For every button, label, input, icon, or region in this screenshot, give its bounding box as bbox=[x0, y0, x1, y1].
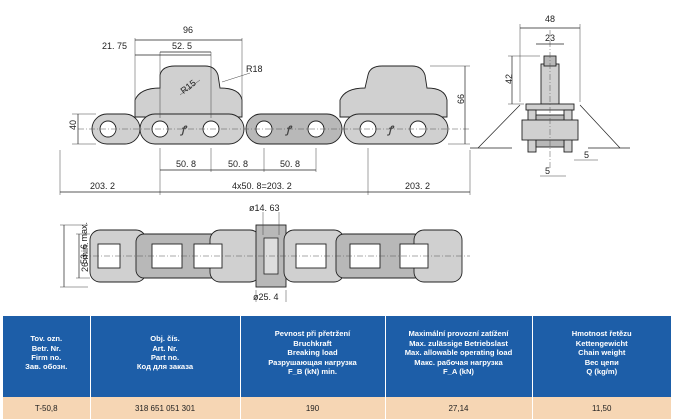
cell-weight: 11,50 bbox=[532, 397, 671, 419]
chain-side-view: ꝭ ꝭ ꝭ 96 21. 75 52. 5 bbox=[59, 25, 471, 195]
dim-26-min: 26 min. bbox=[80, 242, 90, 272]
dim-pitch: 50. 8 bbox=[176, 159, 196, 169]
attachment-lug-right bbox=[339, 65, 448, 118]
dim-r18: R18 bbox=[246, 64, 263, 74]
dim-52-5: 52. 5 bbox=[172, 41, 192, 51]
dim-42: 42 bbox=[504, 74, 514, 84]
dim-66: 66 bbox=[456, 94, 466, 104]
dim-23: 23 bbox=[545, 33, 555, 43]
dim-5-bottom: 5 bbox=[545, 166, 550, 176]
dim-203-left: 203. 2 bbox=[90, 181, 115, 191]
logo-mark: ꝭ bbox=[180, 125, 188, 136]
dim-96: 96 bbox=[183, 25, 193, 35]
dim-pitch: 50. 8 bbox=[280, 159, 300, 169]
table-separator bbox=[3, 391, 671, 397]
dim-multi-pitch: 4x50. 8=203. 2 bbox=[232, 181, 292, 191]
dim-21-75: 21. 75 bbox=[102, 41, 127, 51]
dim-40: 40 bbox=[68, 120, 78, 130]
cell-breaking-load: 190 bbox=[240, 397, 386, 419]
chain-end-view: 48 23 42 5 5 bbox=[470, 14, 630, 177]
dim-d25: ø25. 4 bbox=[253, 292, 279, 302]
cell-operating-load: 27,14 bbox=[385, 397, 533, 419]
logo-mark: ꝭ bbox=[387, 125, 395, 136]
cell-firm-no: T-50,8 bbox=[3, 397, 91, 419]
cell-part-no: 318 651 051 301 bbox=[90, 397, 241, 419]
attachment-lug-left bbox=[134, 65, 243, 118]
col-header-firm-no: Tov. ozn.Betr. Nr.Firm no.Зав. обозн. bbox=[3, 316, 91, 391]
dim-5-right: 5 bbox=[584, 150, 589, 160]
dim-d14: ø14. 63 bbox=[249, 203, 280, 213]
spec-table: Tov. ozn.Betr. Nr.Firm no.Зав. обозн. Ob… bbox=[3, 316, 671, 419]
col-header-part-no: Obj. čís.Art. Nr.Part no.Код для заказа bbox=[90, 316, 241, 391]
dim-53-6: 53. 6 max. bbox=[79, 222, 89, 264]
dim-48: 48 bbox=[545, 14, 555, 24]
dim-203-right: 203. 2 bbox=[405, 181, 430, 191]
spec-table-header: Tov. ozn.Betr. Nr.Firm no.Зав. обозн. Ob… bbox=[3, 316, 671, 391]
chain-technical-drawing: ꝭ ꝭ ꝭ 96 21. 75 52. 5 bbox=[59, 14, 630, 302]
chain-top-view: ø14. 63 ø25. 4 53. 6 max. 26 min. bbox=[60, 203, 470, 302]
dim-pitch: 50. 8 bbox=[228, 159, 248, 169]
table-row: T-50,8 318 651 051 301 190 27,14 11,50 bbox=[3, 397, 671, 419]
logo-mark: ꝭ bbox=[285, 125, 293, 136]
